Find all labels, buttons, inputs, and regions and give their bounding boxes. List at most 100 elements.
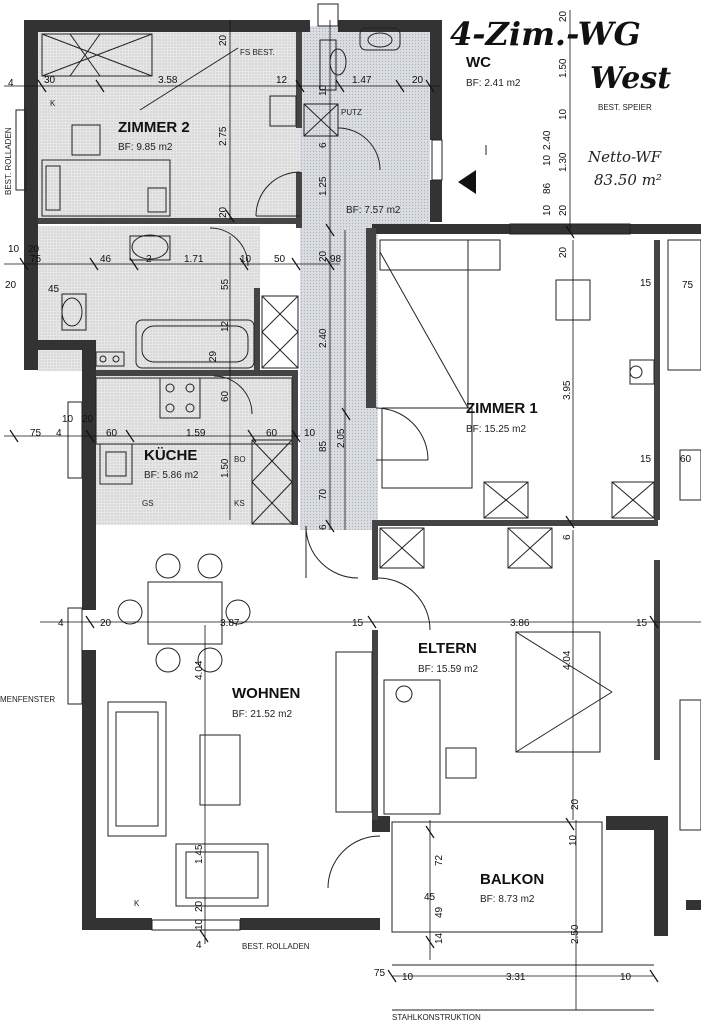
dimension-value: 6 [562, 534, 573, 540]
room-area-zimmer2: BF: 9.85 m2 [118, 142, 173, 153]
dimension-value: 20 [100, 618, 112, 629]
shaded-floors [38, 26, 430, 530]
dimension-value: 60 [680, 454, 692, 465]
room-area-flur: BF: 7.57 m2 [346, 205, 401, 216]
dimension-value: 2.05 [336, 428, 347, 448]
dimension-texts: 30 3.58 12 1.47 20 20 2.75 1.25 6 1.50 1… [5, 10, 694, 983]
dimension-value: 72 [434, 854, 445, 866]
dimension-value: 20 [82, 414, 94, 425]
dimension-value: 10 [194, 918, 205, 930]
dimension-value: 10 [558, 108, 569, 120]
dimension-value: 10 [240, 254, 252, 265]
dimension-value: 10 [318, 84, 329, 96]
dimension-value: 10 [8, 244, 20, 255]
dimension-value: 20 [558, 246, 569, 258]
dimension-value: 20 [5, 280, 17, 291]
netto-wf-value: 83.50 m² [594, 171, 662, 189]
label-stahlkonstruktion: STAHLKONSTRUKTION [392, 1013, 481, 1022]
dimension-value: 20 [570, 798, 581, 810]
room-name-eltern: ELTERN [418, 640, 477, 657]
dimension-value: 1.47 [352, 75, 372, 86]
dimension-value: 1.30 [558, 152, 569, 172]
dimension-value: 98 [330, 254, 342, 265]
dimension-value: 3.86 [510, 618, 530, 629]
room-area-zimmer1: BF: 15.25 m2 [466, 424, 526, 435]
label-bo: BO [234, 455, 246, 464]
dimension-value: 3.87 [220, 618, 240, 629]
dimension-ticks [9, 79, 659, 983]
dimension-value: 75 [374, 968, 386, 979]
dimension-value: 29 [208, 350, 219, 362]
dimension-value: 75 [682, 280, 694, 291]
dimension-value: 20 [318, 250, 329, 262]
dimension-value: 30 [44, 75, 56, 86]
dimension-value: 45 [424, 892, 436, 903]
dimension-value: 1.50 [220, 458, 231, 478]
dimension-value: 10 [402, 972, 414, 983]
room-area-wc: BF: 2.41 m2 [466, 78, 521, 89]
dimension-value: 2.50 [570, 924, 581, 944]
dimension-value: 1.45 [194, 844, 205, 864]
dimension-value: 2.40 [542, 130, 553, 150]
dimension-value: 20 [28, 244, 40, 255]
dimension-value: 60 [220, 390, 231, 402]
dimension-value: 1.25 [318, 176, 329, 196]
dimension-value: 3.58 [158, 75, 178, 86]
dimension-value: 15 [636, 618, 648, 629]
dimension-value: 2.40 [318, 328, 329, 348]
dimension-lines [4, 10, 701, 1010]
title-line-1: 4-Zim.-WG [450, 15, 641, 53]
dimension-value: 4 [56, 428, 62, 439]
dimension-value: 75 [30, 428, 42, 439]
dimension-value: 14 [434, 932, 445, 944]
dimension-value: 1.50 [558, 58, 569, 78]
dimension-value: 4.04 [194, 660, 205, 680]
dimension-value: 10 [620, 972, 632, 983]
label-k-right: K [134, 899, 140, 908]
label-best-rolladen-bottom: BEST. ROLLADEN [242, 942, 310, 951]
room-area-eltern: BF: 15.59 m2 [418, 664, 478, 675]
dimension-value: 50 [274, 254, 286, 265]
entrance-arrow-icon [458, 170, 476, 194]
dimension-value: 6 [318, 524, 329, 530]
dimension-value: 10 [304, 428, 316, 439]
exterior-walls [24, 20, 701, 936]
dimension-value: 4.04 [562, 650, 573, 670]
label-fs-best: FS BEST. [240, 48, 275, 57]
dimension-value: 10 [62, 414, 74, 425]
dimension-value: 55 [220, 278, 231, 290]
dimension-value: 15 [640, 454, 652, 465]
room-name-kueche: KÜCHE [144, 447, 197, 464]
room-name-balkon: BALKON [480, 871, 544, 888]
title-line-2: West [590, 61, 671, 96]
dimension-value: 1.71 [184, 254, 204, 265]
dimension-value: 20 [218, 34, 229, 46]
netto-wf-label: Netto-WF [587, 148, 662, 166]
dimension-value: 20 [558, 10, 569, 22]
label-putz: PUTZ [341, 108, 362, 117]
dimension-value: 60 [266, 428, 278, 439]
dimension-value: 1.59 [186, 428, 206, 439]
dimension-value: 46 [100, 254, 112, 265]
dimension-value: 86 [542, 182, 553, 194]
dimension-value: 10 [542, 204, 553, 216]
dimension-value: 85 [318, 440, 329, 452]
dimension-value: 15 [352, 618, 364, 629]
room-name-wc: WC [466, 54, 491, 71]
dimension-value: 12 [220, 320, 231, 332]
label-gs: GS [142, 499, 154, 508]
dimension-value: 2.75 [218, 126, 229, 146]
dimension-value: 70 [318, 488, 329, 500]
dimension-value: 6 [318, 142, 329, 148]
room-area-kueche: BF: 5.86 m2 [144, 470, 199, 481]
label-best-rolladen-left: BEST. ROLLADEN [4, 127, 13, 195]
dimension-value: 2 [146, 254, 152, 265]
dimension-value: 20 [194, 900, 205, 912]
dimension-value: 4 [196, 940, 202, 951]
label-best-speier: BEST. SPEIER [598, 103, 652, 112]
dimension-value: 20 [412, 75, 424, 86]
dimension-value: 60 [106, 428, 118, 439]
dimension-value: 20 [218, 206, 229, 218]
room-name-wohnen: WOHNEN [232, 685, 300, 702]
